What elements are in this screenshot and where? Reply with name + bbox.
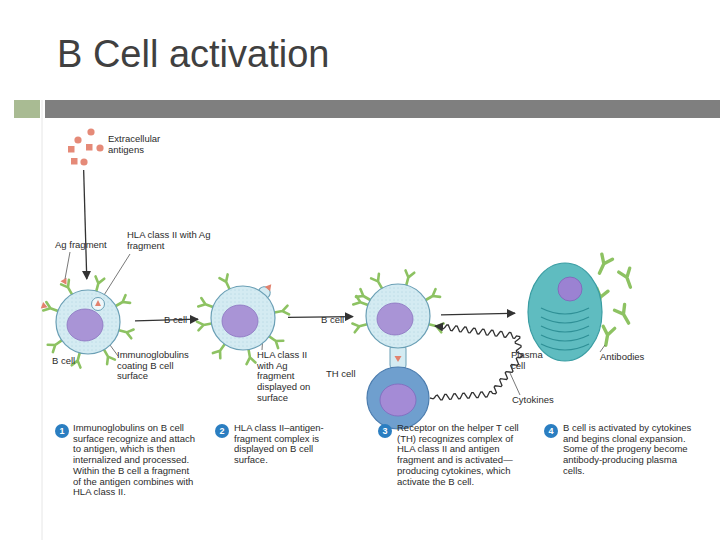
header-bar <box>45 100 720 118</box>
cell-label: B cell <box>321 315 363 326</box>
antigen-cluster: Extracellular antigens <box>62 126 104 168</box>
cell-membrane <box>366 284 430 348</box>
cytoplasm-texture <box>57 291 120 354</box>
antigen <box>74 136 81 143</box>
callout-number: 4 <box>544 424 558 438</box>
cell-label: B cell <box>52 356 92 367</box>
cell-label: B cell <box>164 315 206 326</box>
step-description: B cell is activated by cytokines and beg… <box>563 423 697 477</box>
immunoglobulin <box>352 320 368 332</box>
callout-number: 1 <box>55 424 69 438</box>
antigen-fragment <box>265 282 274 291</box>
immunoglobulin <box>118 326 134 338</box>
immunoglobulin <box>197 319 212 330</box>
immunoglobulin <box>244 349 255 364</box>
antigen <box>96 144 103 151</box>
part-label: Antibodies <box>600 352 660 363</box>
bound-immunoglobulin <box>40 301 59 315</box>
antigen <box>68 146 75 153</box>
nucleus <box>377 303 413 335</box>
part-label: Immunoglobulins coating B cell surface <box>117 350 201 382</box>
accent-square <box>14 100 40 118</box>
antibody <box>600 326 615 346</box>
node-shape <box>527 262 603 362</box>
cytoplasm-texture <box>367 285 430 348</box>
endoplasmic-reticulum <box>541 335 589 341</box>
process-arrow <box>441 313 515 315</box>
margin-rule <box>42 100 43 540</box>
cytoplasm-texture <box>212 287 275 350</box>
antigen-fragment <box>395 356 402 362</box>
helper-t-cell: TH cell <box>366 366 430 430</box>
callout-number: 2 <box>215 424 229 438</box>
step-description: Immunoglobulins on B cell surface recogn… <box>73 423 197 498</box>
b-cell: B cell <box>55 289 121 355</box>
endoplasmic-reticulum <box>541 326 589 332</box>
immunoglobulin <box>92 276 104 292</box>
nucleus <box>222 305 258 337</box>
immunoglobulin <box>402 270 414 286</box>
cell-label: Plasma cell <box>511 350 547 371</box>
callout-number: 3 <box>378 424 392 438</box>
b-cell: B cell <box>365 283 431 349</box>
cytokine-signal <box>430 325 522 400</box>
endoplasmic-reticulum <box>541 308 589 314</box>
cell-membrane <box>56 290 120 354</box>
part-label: HLA class II with Ag fragment <box>127 230 217 251</box>
nucleus <box>380 384 416 416</box>
antigen-fragment <box>95 300 101 306</box>
plasma-cell: Plasma cell <box>527 262 603 362</box>
part-label: Ag fragment <box>55 240 115 251</box>
antigen <box>71 158 78 165</box>
nucleus <box>67 309 103 341</box>
step-description: Receptor on the helper T cell (TH) recog… <box>397 423 525 487</box>
endoplasmic-reticulum <box>541 344 589 350</box>
immunoglobulin <box>274 306 289 317</box>
nucleus <box>558 277 582 301</box>
node-shape <box>365 283 431 349</box>
edge-label: Cytokines <box>512 395 554 406</box>
immunoglobulin <box>428 320 444 332</box>
process-arrow <box>135 319 198 321</box>
antigen <box>80 158 87 165</box>
cell-label: TH cell <box>326 369 366 380</box>
vesicle <box>92 298 105 311</box>
slide-title: B Cell activation <box>57 33 329 76</box>
antigen <box>86 144 93 151</box>
antibody <box>619 268 636 289</box>
leader-line <box>110 345 118 356</box>
b-cell: B cell <box>210 285 276 351</box>
node-shape <box>366 366 430 430</box>
step-description: HLA class II–antigen-fragment complex is… <box>234 423 338 466</box>
antibody <box>614 304 633 326</box>
leader-line <box>600 345 605 352</box>
part-label: HLA class II with Ag fragment displayed … <box>257 350 323 404</box>
antibody <box>594 254 612 275</box>
process-arrow <box>84 170 87 279</box>
cell-membrane <box>211 286 275 350</box>
antigen <box>87 128 94 135</box>
cell-membrane <box>528 263 602 361</box>
leader-line <box>510 373 520 395</box>
node-shape <box>62 126 104 168</box>
leader-line <box>65 252 70 279</box>
node-shape <box>55 289 121 355</box>
cell-membrane <box>367 367 429 429</box>
endoplasmic-reticulum <box>541 317 589 323</box>
process-arrow <box>288 316 353 318</box>
cell-label: Extracellular antigens <box>108 134 172 155</box>
node-shape <box>210 285 276 351</box>
